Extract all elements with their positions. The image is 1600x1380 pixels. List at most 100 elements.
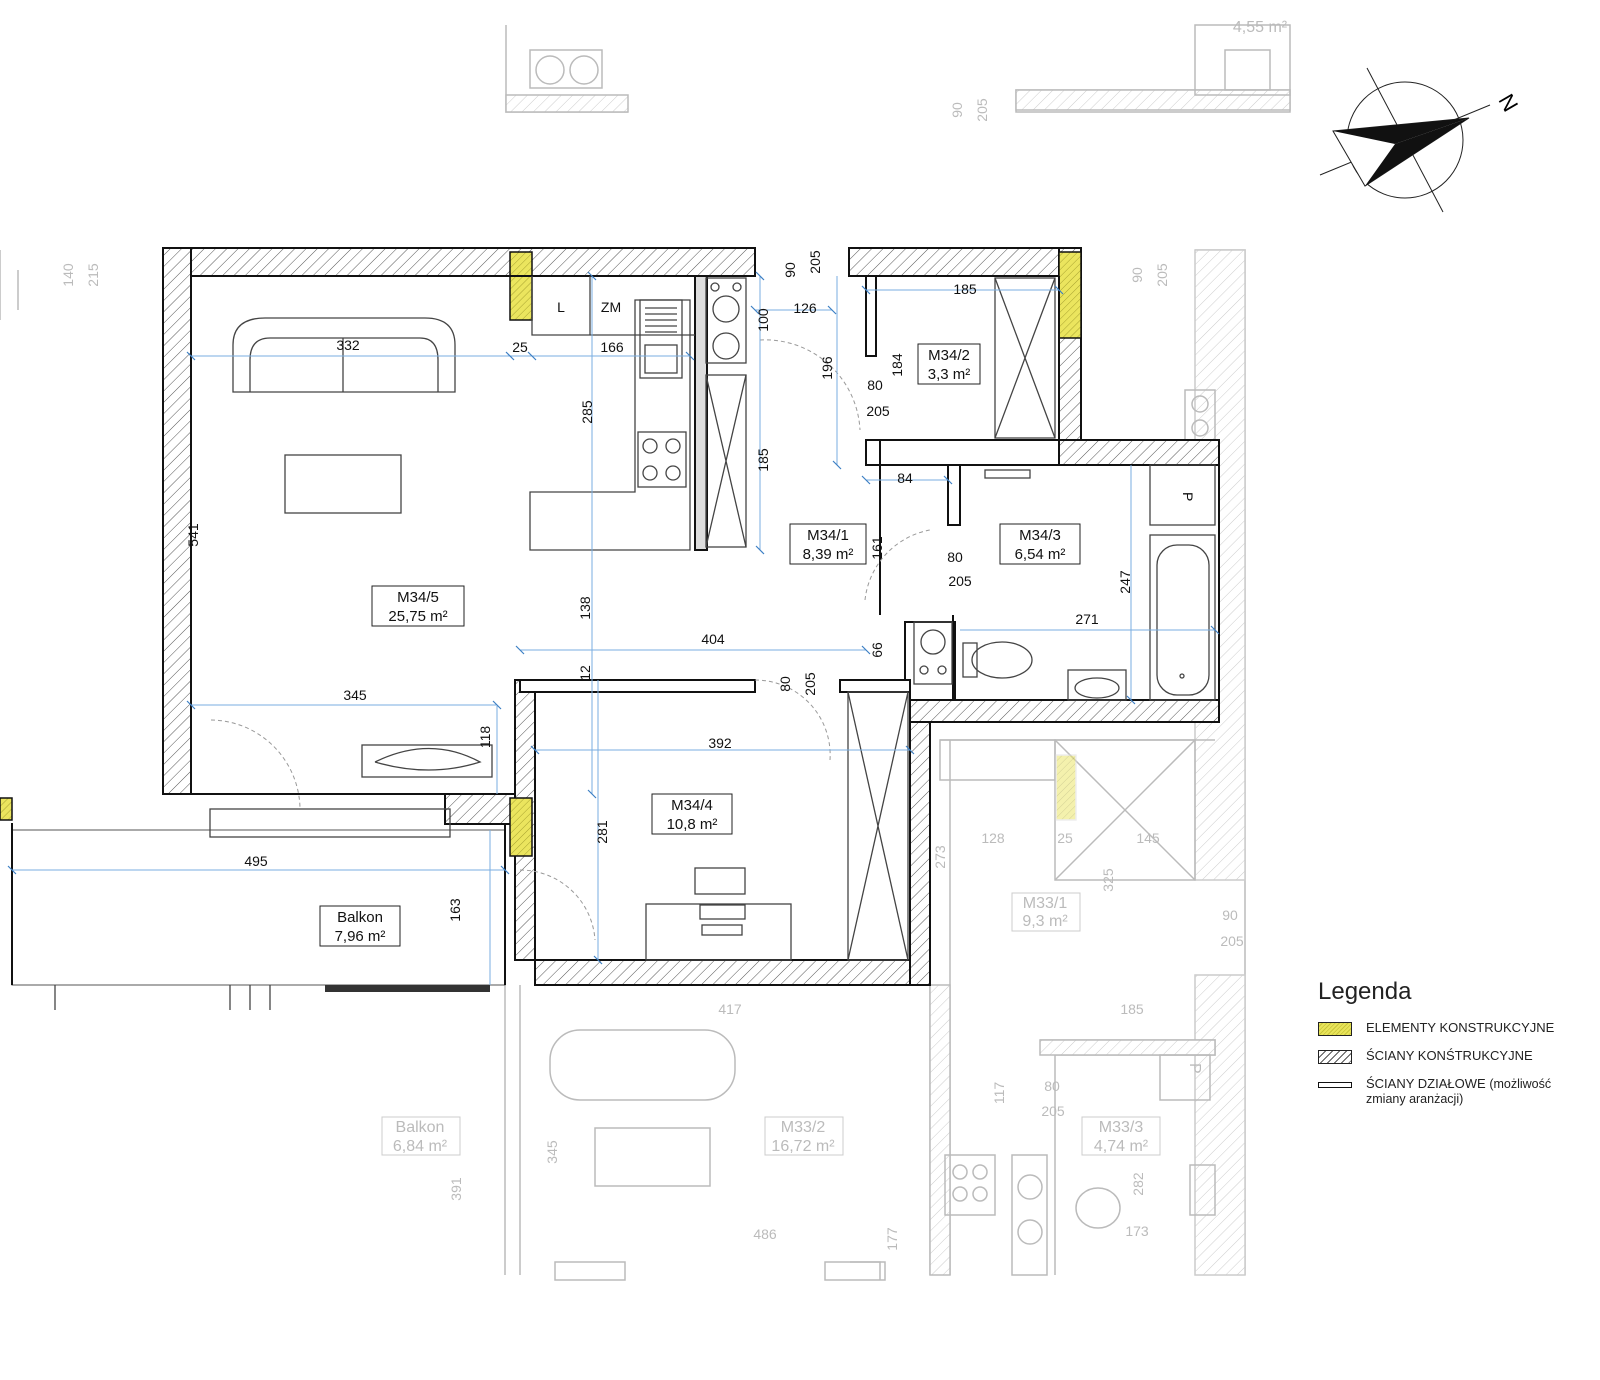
ghost-room-area: 4,55 m² bbox=[1233, 19, 1288, 36]
legend-title: Legenda bbox=[1318, 978, 1412, 1005]
structural-walls-swatch bbox=[1318, 1050, 1352, 1064]
dimension-label: 332 bbox=[336, 337, 360, 353]
dimension-label: 80 bbox=[777, 676, 793, 692]
room-id: M34/1 bbox=[807, 527, 849, 544]
dimension-label: 196 bbox=[819, 356, 835, 380]
room-area: 7,96 m² bbox=[335, 928, 386, 945]
fixture-p: P bbox=[1180, 492, 1196, 501]
dimension-label: 90 bbox=[949, 102, 965, 118]
ghost-room-area: 16,72 m² bbox=[771, 1138, 835, 1155]
balcony-rail bbox=[325, 985, 490, 992]
dimension-label: 345 bbox=[544, 1140, 560, 1164]
dimension-label: 404 bbox=[701, 631, 725, 647]
dimension-label: 90 bbox=[1222, 907, 1238, 923]
structural-elements bbox=[0, 251, 1082, 857]
dimension-label: 173 bbox=[1125, 1223, 1149, 1239]
legend-label-note: (możliwość zmiany aranżacji) bbox=[1366, 1077, 1552, 1106]
ghost-neighbour-plan bbox=[0, 24, 1291, 1281]
dimension-label: 205 bbox=[974, 98, 990, 122]
compass-rose bbox=[1319, 67, 1491, 213]
dimension-label: 205 bbox=[1220, 933, 1244, 949]
legend-label: ELEMENTY KONSTRUKCYJNE bbox=[1366, 1020, 1555, 1035]
room-area: 8,39 m² bbox=[803, 546, 854, 563]
legend-item-structural-walls: ŚCIANY KONŚTRUKCYJNE bbox=[1318, 1048, 1588, 1064]
dimension-label: 118 bbox=[477, 726, 493, 749]
room-id: M34/4 bbox=[671, 797, 713, 814]
dimension-label: 185 bbox=[755, 448, 771, 472]
dimension-label: 140 bbox=[60, 263, 76, 287]
room-area: 6,54 m² bbox=[1015, 546, 1066, 563]
ghost-room-id: M33/1 bbox=[1023, 895, 1068, 912]
dimension-label: 163 bbox=[447, 898, 463, 922]
dimension-label: 215 bbox=[85, 263, 101, 287]
ghost-room-area: 9,3 m² bbox=[1022, 913, 1068, 930]
dimension-label: 247 bbox=[1117, 570, 1133, 594]
dimension-label: 128 bbox=[981, 830, 1005, 846]
dimension-label: 285 bbox=[579, 400, 595, 424]
legend: Legenda ELEMENTY KONSTRUKCYJNE ŚCIANY KO… bbox=[1318, 978, 1588, 1118]
dimension-lines bbox=[12, 276, 1215, 985]
dimension-label: 184 bbox=[889, 353, 905, 377]
dimension-label: 392 bbox=[708, 735, 732, 751]
dimension-label: 84 bbox=[897, 470, 913, 486]
dimension-label: 185 bbox=[1120, 1001, 1144, 1017]
dimension-label: 25 bbox=[512, 339, 528, 355]
dimension-label: 205 bbox=[807, 250, 823, 274]
dimension-label: 541 bbox=[185, 523, 201, 547]
room-id: Balkon bbox=[337, 909, 383, 926]
dimension-label: 325 bbox=[1100, 868, 1116, 892]
legend-label: ŚCIANY KONŚTRUKCYJNE bbox=[1366, 1048, 1533, 1063]
dimension-label: 90 bbox=[1129, 267, 1145, 283]
room-id: M34/3 bbox=[1019, 527, 1061, 544]
dimension-label: 166 bbox=[600, 339, 624, 355]
room-area: 25,75 m² bbox=[388, 608, 447, 625]
dimension-label: 282 bbox=[1130, 1172, 1146, 1196]
dimension-label: 138 bbox=[577, 596, 593, 620]
dimension-label: 486 bbox=[753, 1226, 777, 1242]
dimension-label: 273 bbox=[932, 845, 948, 869]
dimension-label: 417 bbox=[718, 1001, 742, 1017]
ghost-labels: M33/1 9,3 m² M33/2 16,72 m² M33/3 4,74 m… bbox=[381, 19, 1288, 1156]
dimension-label: 281 bbox=[594, 820, 610, 844]
partition-walls-swatch bbox=[1318, 1082, 1352, 1088]
dimension-label: 145 bbox=[1136, 830, 1160, 846]
room-labels: M34/5 25,75 m² M34/1 8,39 m² M34/2 3,3 m… bbox=[319, 343, 1081, 947]
room-id: M34/5 bbox=[397, 589, 439, 606]
dimension-label: 205 bbox=[866, 403, 890, 419]
room-area: 3,3 m² bbox=[928, 366, 971, 383]
dimension-label: 185 bbox=[953, 281, 977, 297]
dimension-label: 161 bbox=[869, 536, 885, 560]
dimension-label: 495 bbox=[244, 853, 268, 869]
dimension-label: 90 bbox=[782, 262, 798, 278]
dimension-label: 12 bbox=[577, 665, 593, 681]
ghost-fixture-label: P bbox=[1186, 1063, 1203, 1074]
ghost-room-id: M33/2 bbox=[781, 1119, 826, 1136]
dimension-label: 25 bbox=[1057, 830, 1073, 846]
dimension-label: 271 bbox=[1075, 611, 1099, 627]
dimension-label: 205 bbox=[1154, 263, 1170, 287]
fixture-zm: ZM bbox=[601, 299, 621, 315]
ghost-room-area: 4,74 m² bbox=[1094, 1138, 1149, 1155]
furniture bbox=[54, 276, 1216, 1010]
dimension-label: 80 bbox=[867, 377, 883, 393]
dimension-label: 205 bbox=[1041, 1103, 1065, 1119]
legend-label-main: ŚCIANY DZIAŁOWE bbox=[1366, 1076, 1486, 1091]
dimension-label: 205 bbox=[948, 573, 972, 589]
ghost-room-area: 6,84 m² bbox=[393, 1138, 448, 1155]
dimension-label: 177 bbox=[884, 1227, 900, 1251]
dimension-label: 345 bbox=[343, 687, 367, 703]
fixture-labels: L ZM P bbox=[557, 299, 1196, 501]
structural-elements-swatch bbox=[1318, 1022, 1352, 1036]
dimension-label: 66 bbox=[869, 642, 885, 658]
dimension-ticks bbox=[7, 271, 1220, 965]
fixture-l: L bbox=[557, 299, 565, 315]
door-swings bbox=[210, 339, 931, 941]
ghost-room-id: Balkon bbox=[396, 1119, 445, 1136]
room-area: 10,8 m² bbox=[667, 816, 718, 833]
dimension-label: 80 bbox=[1044, 1078, 1060, 1094]
room-id: M34/2 bbox=[928, 347, 970, 364]
legend-label: ŚCIANY DZIAŁOWE (możliwość zmiany aranża… bbox=[1366, 1076, 1588, 1106]
ghost-room-id: M33/3 bbox=[1099, 1119, 1144, 1136]
